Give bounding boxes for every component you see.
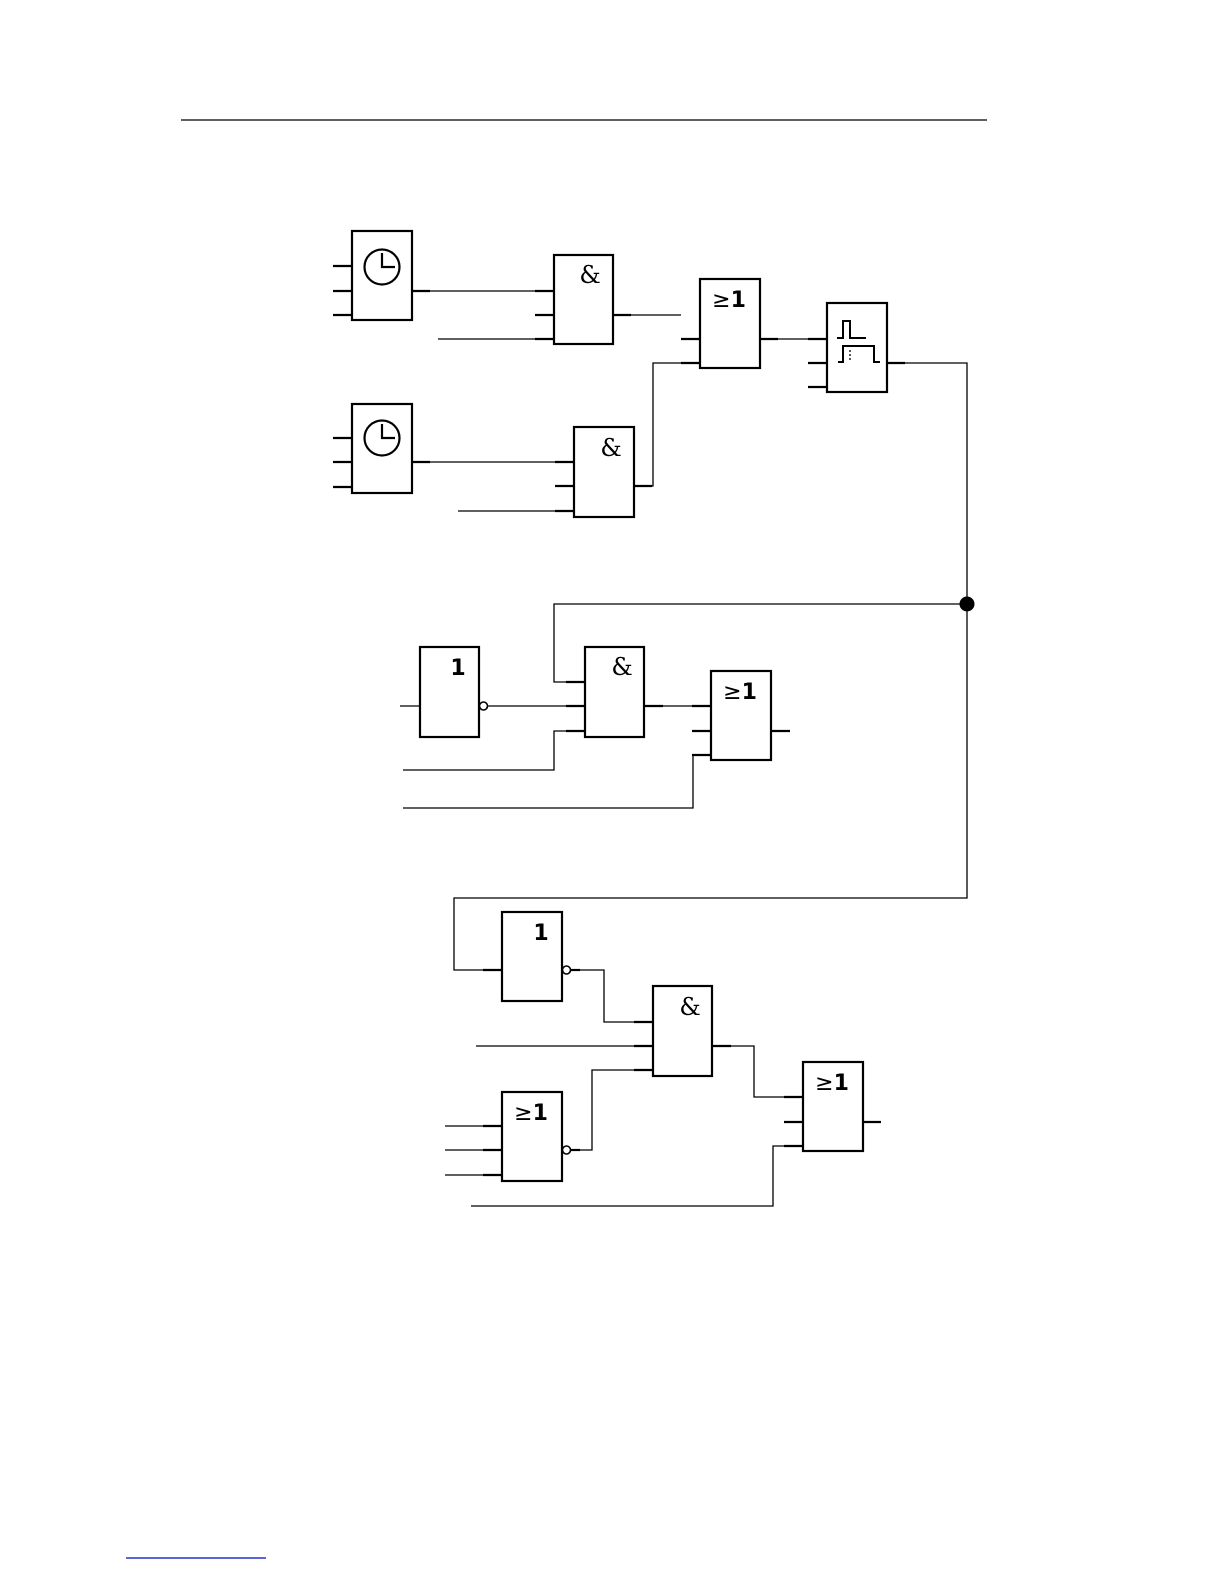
and-gate-4-label: & — [679, 993, 700, 1021]
wire-pulse-output — [454, 363, 967, 970]
or-gate-2-label: ≥1 — [723, 680, 757, 705]
or-gate-1: ≥1 — [681, 279, 778, 368]
nor-gate-1: ≥1 — [483, 1092, 580, 1181]
inversion-bubble — [563, 966, 571, 974]
and-gate-3: & — [566, 647, 663, 737]
wire-nor-to-and4 — [578, 1070, 636, 1150]
or-gate-2: ≥1 — [692, 671, 790, 760]
and-gate-1-label: & — [579, 261, 600, 289]
not-gate-1: 1 — [420, 647, 488, 737]
wire-not2-to-and4 — [578, 970, 636, 1022]
wires — [400, 291, 967, 1206]
pulse-block — [808, 303, 905, 392]
inversion-bubble — [480, 702, 488, 710]
or-gate-4: ≥1 — [784, 1062, 881, 1151]
or-gate-4-label: ≥1 — [815, 1071, 849, 1096]
nor-gate-1-label: ≥1 — [514, 1101, 548, 1126]
timer-block-1 — [333, 231, 430, 320]
clock-icon — [365, 421, 400, 456]
and-gate-3-label: & — [611, 653, 632, 681]
and-gate-2: & — [555, 427, 652, 517]
not-gate-2-label: 1 — [533, 921, 548, 946]
pulse-icon — [837, 321, 880, 362]
timer-block-2 — [333, 404, 430, 493]
wire-input-to-or2 — [403, 755, 693, 808]
wire-input-to-or4 — [471, 1146, 785, 1206]
wire-and2-to-or1 — [651, 363, 681, 486]
or-gate-1-label: ≥1 — [712, 288, 746, 313]
and-gate-4: & — [634, 986, 731, 1076]
inversion-bubble — [563, 1146, 571, 1154]
timer-block-2-body — [352, 404, 412, 493]
not-gate-2: 1 — [483, 912, 580, 1001]
junction-dot — [960, 597, 975, 612]
and-gate-2-label: & — [600, 434, 621, 462]
not-gate-1-label: 1 — [450, 656, 465, 681]
timer-block-1-body — [352, 231, 412, 320]
clock-icon — [365, 250, 400, 285]
and-gate-1: & — [535, 255, 631, 344]
wire-and4-to-or4 — [729, 1046, 785, 1097]
